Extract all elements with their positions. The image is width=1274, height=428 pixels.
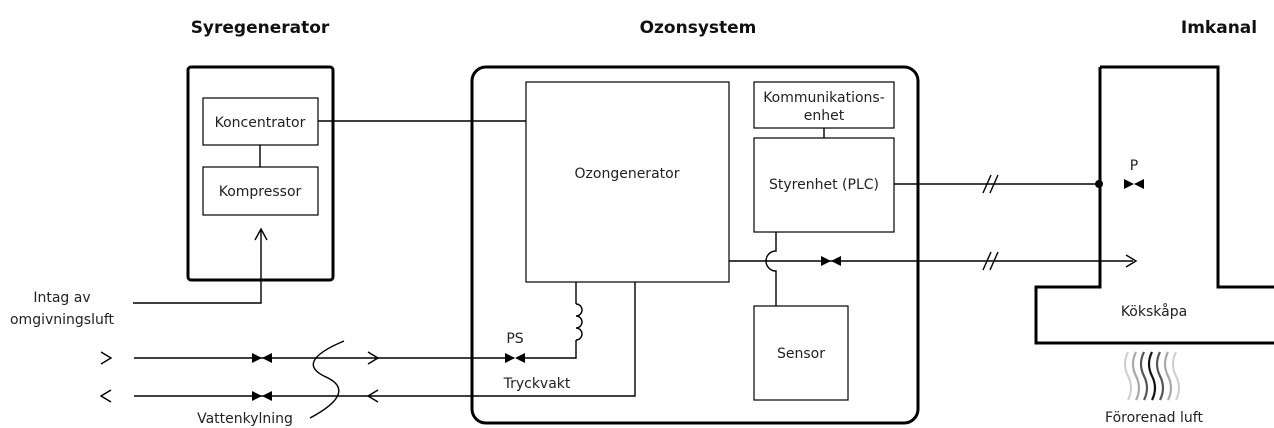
ps-to-coil-line: [525, 340, 577, 359]
cooling-inlet-arrow-mid: [367, 351, 380, 365]
header-imkanal: Imkanal: [1181, 18, 1257, 38]
pressure-switch-label: Tryckvakt: [503, 376, 571, 392]
polluted-air-icon: [1123, 351, 1181, 401]
concentrator-label: Koncentrator: [215, 115, 306, 131]
outlet-valve-right: [262, 391, 272, 401]
water-cooling-curve: [309, 340, 345, 419]
cooling-outlet-line: [134, 282, 636, 397]
comm-unit-label-line2: enhet: [804, 108, 845, 124]
sensor-label: Sensor: [777, 346, 825, 362]
water-cooling-label: Vattenkylning: [197, 411, 293, 427]
output-valve-left: [821, 256, 831, 266]
p-valve-left: [1124, 179, 1134, 189]
signal-break-mark-1: [982, 174, 992, 194]
cooling-outlet-arrow-end: [99, 389, 112, 403]
comm-unit-label-line1: Kommunikations-: [763, 90, 885, 106]
intake-label-line2: omgivningsluft: [10, 312, 115, 328]
cooling-inlet-arrow-start: [100, 351, 113, 365]
intake-label-line1: Intag av: [33, 290, 90, 306]
signal-break-mark-2: [989, 174, 999, 194]
intake-arrow: [254, 227, 268, 241]
sensor-box: [753, 305, 849, 401]
plc-box: [753, 137, 895, 233]
header-ozonsystem: Ozonsystem: [640, 18, 757, 38]
output-break-mark-1: [982, 251, 992, 271]
compressor-box: [202, 166, 319, 216]
compressor-label: Kompressor: [219, 184, 302, 200]
outlet-valve-left: [252, 391, 262, 401]
pressure-p-label: P: [1130, 158, 1138, 174]
output-valve-right: [831, 256, 841, 266]
plc-sensor-line: [765, 232, 777, 306]
ozone-generator-box: [525, 81, 730, 283]
duct-outline-right: [1100, 65, 1274, 289]
duct-outline-left: [1034, 67, 1274, 345]
header-syregenerator: Syregenerator: [191, 18, 330, 38]
polluted-air-label: Förorenad luft: [1105, 410, 1203, 426]
pressure-coil: [575, 303, 583, 341]
ozone-system-enclosure: [470, 65, 920, 425]
inlet-valve-left: [252, 353, 262, 363]
ozone-output-arrow: [1125, 254, 1138, 268]
comm-unit-box: [753, 81, 895, 129]
ps-valve-right: [515, 353, 525, 363]
ps-valve-left: [505, 353, 515, 363]
p-valve-right: [1134, 179, 1144, 189]
output-break-mark-2: [989, 251, 999, 271]
ps-label: PS: [506, 331, 523, 347]
inlet-valve-right: [262, 353, 272, 363]
cooling-outlet-arrow-mid: [366, 389, 379, 403]
intake-air-line: [133, 229, 262, 304]
ozone-generator-label: Ozongenerator: [575, 166, 680, 182]
hood-label: Kökskåpa: [1121, 303, 1187, 320]
plc-label: Styrenhet (PLC): [769, 177, 879, 193]
